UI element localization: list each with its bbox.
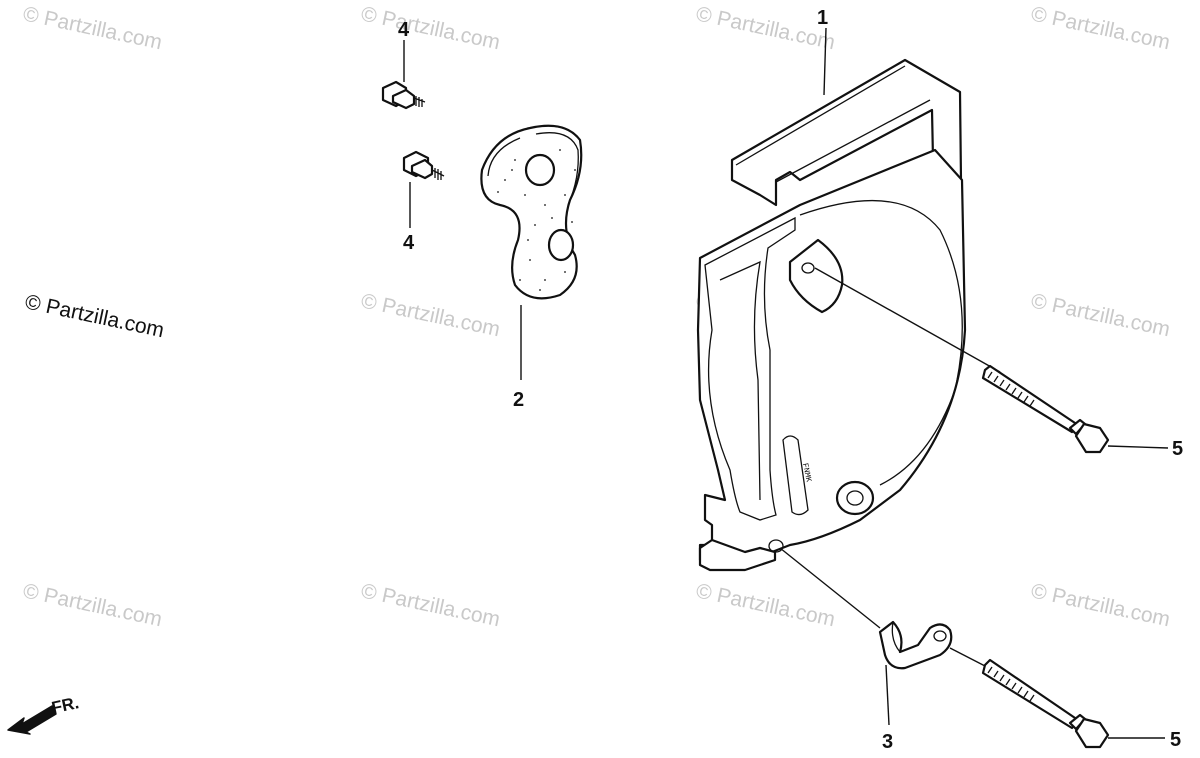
callout-label-5-upper: 5 <box>1172 438 1183 460</box>
part-4-upper-callout: 4 <box>398 19 410 82</box>
callout-label-2: 2 <box>513 389 524 411</box>
part-2-callout: 2 <box>513 305 524 411</box>
watermark: © Partzilla.com <box>694 579 837 631</box>
part-5-upper-callout: 5 <box>814 267 1183 460</box>
part-4-lower-bolt[interactable] <box>402 150 445 180</box>
part-1-callout: 1 <box>817 7 828 96</box>
part-4-upper-bolt[interactable] <box>381 80 426 110</box>
callout-label-4-upper: 4 <box>398 19 410 41</box>
watermark-main: © Partzilla.com <box>23 290 166 342</box>
watermarks: © Partzilla.com © Partzilla.com © Partzi… <box>21 2 1172 631</box>
watermark: © Partzilla.com <box>21 579 164 631</box>
watermark: © Partzilla.com <box>21 2 164 54</box>
callout-label-3: 3 <box>882 731 893 753</box>
part-3-callout: 3 <box>882 664 893 753</box>
arrow-left-down-icon <box>7 705 57 735</box>
watermark: © Partzilla.com <box>359 579 502 631</box>
part-5-upper-bolt[interactable] <box>981 364 1110 454</box>
watermark: © Partzilla.com <box>1029 289 1172 341</box>
watermark: © Partzilla.com <box>1029 579 1172 631</box>
part-3-clamp[interactable] <box>878 620 953 670</box>
svg-text:FNMK: FNMK <box>800 462 813 483</box>
callout-label-4-lower: 4 <box>403 232 415 254</box>
part-4-lower-callout: 4 <box>403 182 415 254</box>
part-2-gasket[interactable] <box>480 124 583 300</box>
watermark: © Partzilla.com <box>359 2 502 54</box>
callout-label-5-lower: 5 <box>1170 729 1181 751</box>
watermark: © Partzilla.com <box>694 2 837 54</box>
watermark: © Partzilla.com <box>1029 2 1172 54</box>
front-label: FR. <box>50 693 81 717</box>
part-5-lower-callout: 5 <box>779 547 1181 751</box>
front-direction-indicator: FR. <box>7 693 81 735</box>
part-5-lower-bolt[interactable] <box>981 658 1110 749</box>
callout-label-1: 1 <box>817 7 828 29</box>
watermark: © Partzilla.com <box>359 289 502 341</box>
part-1-cover[interactable]: FNMK <box>696 58 967 572</box>
